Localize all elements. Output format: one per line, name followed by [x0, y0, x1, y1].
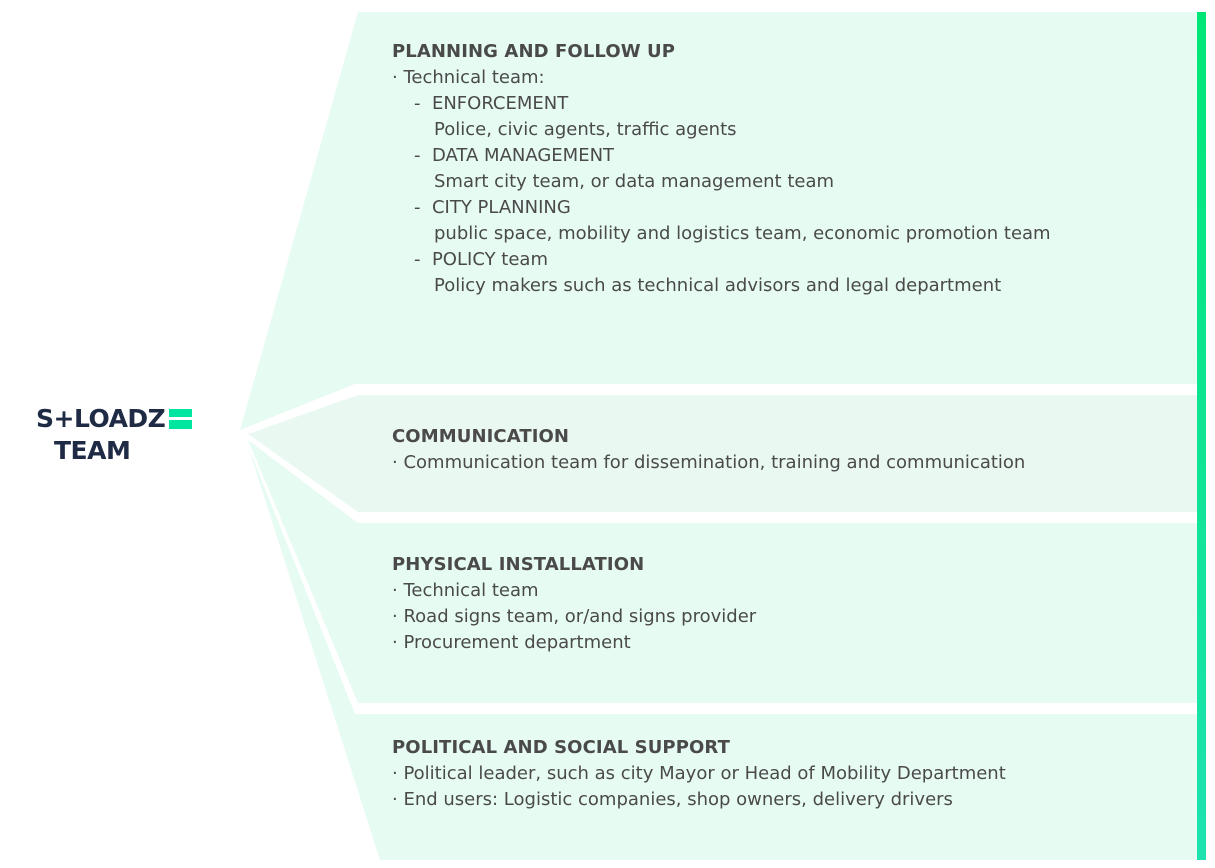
- bullet-item: Political leader, such as city Mayor or …: [392, 761, 1182, 787]
- bullet-item: Procurement department: [392, 630, 1182, 656]
- sub-item-desc: Smart city team, or data management team: [434, 171, 835, 192]
- bullet-item: Road signs team, or/and signs provider: [392, 604, 1182, 630]
- band-planning: [240, 12, 1197, 430]
- sub-item-desc: public space, mobility and logistics tea…: [434, 223, 1051, 244]
- logo-line1: S+LOADZ: [36, 404, 166, 433]
- bullet-item: Technical team: [392, 578, 1182, 604]
- logo-mark-icon: [169, 409, 193, 429]
- section-title: PLANNING AND FOLLOW UP: [392, 41, 676, 62]
- sub-item-label: POLICY team: [392, 247, 1182, 273]
- sub-item-label: ENFORCEMENT: [392, 91, 1182, 117]
- section-political-support: POLITICAL AND SOCIAL SUPPORT Political l…: [392, 735, 1182, 813]
- sub-item-label: DATA MANAGEMENT: [392, 143, 1182, 169]
- band-political: [248, 446, 1197, 860]
- bullet-item: Communication team for dissemination, tr…: [392, 450, 1182, 476]
- section-title: COMMUNICATION: [392, 426, 570, 447]
- section-title: POLITICAL AND SOCIAL SUPPORT: [392, 737, 730, 758]
- accent-bar: [1197, 12, 1206, 860]
- bullet-item: End users: Logistic companies, shop owne…: [392, 787, 1182, 813]
- section-title: PHYSICAL INSTALLATION: [392, 554, 645, 575]
- sub-item-label: CITY PLANNING: [392, 195, 1182, 221]
- logo-line2: TEAM: [54, 436, 131, 465]
- section-planning: PLANNING AND FOLLOW UP Technical team: E…: [392, 39, 1182, 299]
- section-communication: COMMUNICATION Communication team for dis…: [392, 424, 1182, 476]
- sloadz-team-logo: S+LOADZ TEAM: [36, 403, 193, 467]
- sub-item-desc: Police, civic agents, traffic agents: [434, 119, 737, 140]
- sub-item-desc: Policy makers such as technical advisors…: [434, 275, 1002, 296]
- bullet-item: Technical team:: [392, 65, 1182, 91]
- section-physical-installation: PHYSICAL INSTALLATION Technical team Roa…: [392, 552, 1182, 656]
